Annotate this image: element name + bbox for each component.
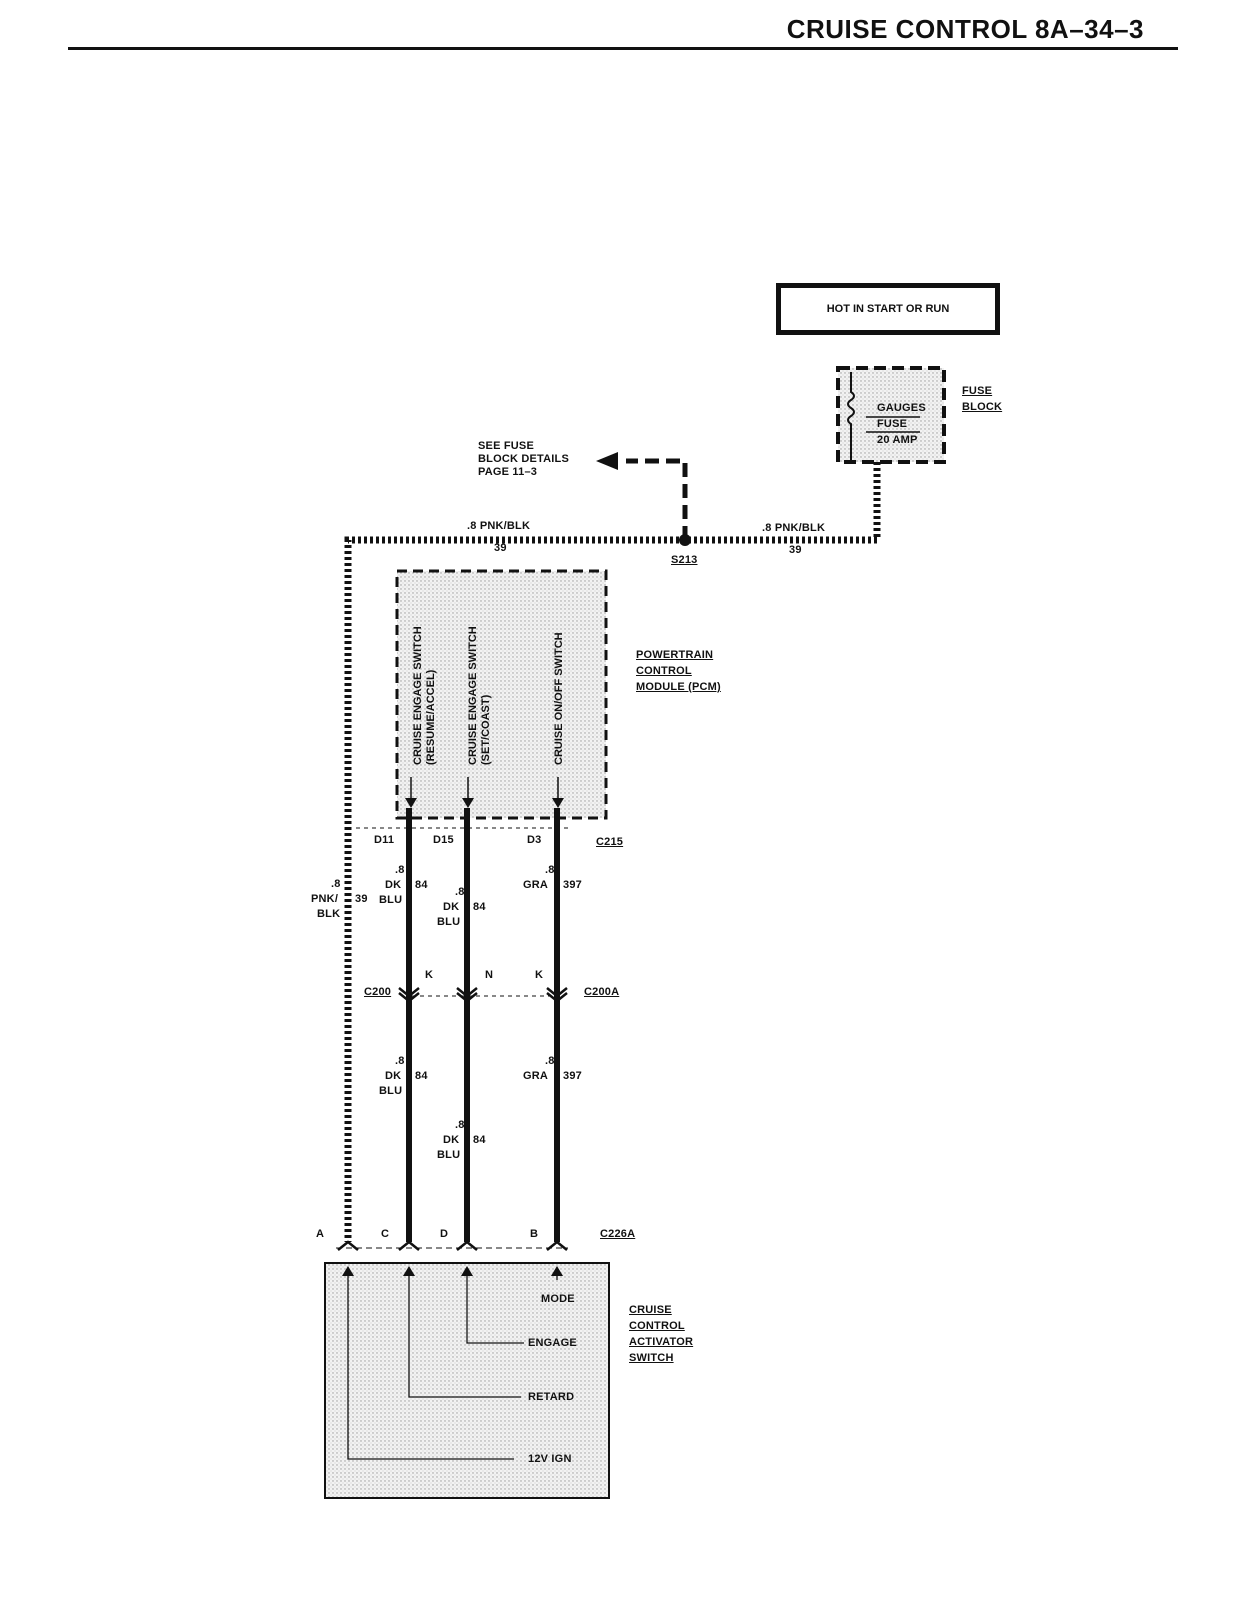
wire-label: .8 PNK/BLK xyxy=(762,522,826,534)
wire-gauge: .8 xyxy=(545,1055,555,1067)
fuse-block-label: FUSE xyxy=(962,385,993,397)
see-fuse-arrow-icon xyxy=(596,452,618,470)
wire-label: .8 PNK/BLK xyxy=(467,520,531,532)
pin-label: D11 xyxy=(374,834,395,846)
connector-label: C226A xyxy=(600,1228,636,1240)
fuse-block-label: BLOCK xyxy=(962,401,1003,413)
wire-gauge: .8 xyxy=(455,1119,465,1131)
switch-label: CRUISE ENGAGE SWITCH(SET/COAST) xyxy=(467,626,492,765)
wire-color: BLU xyxy=(437,1149,461,1161)
pcm-label: CONTROL xyxy=(636,665,692,677)
wire-39-fuse xyxy=(685,462,881,544)
fuse-icon xyxy=(847,372,855,462)
pcm-box xyxy=(395,569,608,820)
connector-label: C215 xyxy=(596,836,624,848)
see-fuse-leader xyxy=(626,458,688,540)
wire-gauge: .8 xyxy=(395,864,405,876)
wire-color: GRA xyxy=(523,1070,549,1082)
circuit-number: 84 xyxy=(473,901,486,913)
wire-color: BLK xyxy=(317,908,341,920)
see-fuse-note: BLOCK DETAILS xyxy=(478,453,570,465)
activator-label: ACTIVATOR xyxy=(629,1336,694,1348)
wire-gauge: .8 xyxy=(395,1055,405,1067)
pcm-input-arrow-icon xyxy=(405,798,417,808)
see-fuse-note: SEE FUSE xyxy=(478,440,535,452)
wire-gauge: .8 xyxy=(455,886,465,898)
activator-arrow-icon xyxy=(403,1266,415,1276)
splice-label: S213 xyxy=(671,554,698,566)
pcm-label: POWERTRAIN xyxy=(636,649,714,661)
switch-label: CRUISE ENGAGE SWITCH(RESUME/ACCEL) xyxy=(412,626,437,765)
power-source-box: HOT IN START OR RUN xyxy=(776,283,1000,335)
fuse-rating: 20 AMP xyxy=(877,434,918,446)
wire-gauge: .8 xyxy=(545,864,555,876)
pin-label: D xyxy=(440,1228,449,1240)
activator-label: CONTROL xyxy=(629,1320,685,1332)
pin-label: A xyxy=(316,1228,325,1240)
pin-label: N xyxy=(485,969,494,981)
circuit-number: 84 xyxy=(473,1134,486,1146)
pcm-input-arrow-icon xyxy=(462,798,474,808)
circuit-number: 39 xyxy=(494,542,507,554)
pcm-label: MODULE (PCM) xyxy=(636,681,721,693)
activator-output: ENGAGE xyxy=(528,1337,577,1349)
wire-gauge: .8 xyxy=(331,878,341,890)
circuit-number: 39 xyxy=(355,893,368,905)
activator-output: RETARD xyxy=(528,1391,575,1403)
wire-39-top-left xyxy=(344,536,685,1242)
activator-label: SWITCH xyxy=(629,1352,674,1364)
circuit-number: 39 xyxy=(789,544,802,556)
circuit-number: 397 xyxy=(563,879,582,891)
pin-label: D3 xyxy=(527,834,542,846)
wire-color: PNK/ xyxy=(311,893,339,905)
wire-color: BLU xyxy=(379,1085,403,1097)
fuse-block-box xyxy=(836,366,946,464)
activator-output: 12V IGN xyxy=(528,1453,572,1465)
pcm-input-arrow-icon xyxy=(552,798,564,808)
wire-color: BLU xyxy=(379,894,403,906)
circuit-number: 397 xyxy=(563,1070,582,1082)
activator-arrow-icon xyxy=(551,1266,563,1276)
wire-color: DK xyxy=(385,1070,402,1082)
page-title: CRUISE CONTROL 8A–34–3 xyxy=(786,14,1144,44)
see-fuse-note: PAGE 11–3 xyxy=(478,466,538,478)
c200-connector xyxy=(398,987,568,1003)
connector-label: C200A xyxy=(584,986,620,998)
fuse-type: FUSE xyxy=(877,418,908,430)
pin-label: D15 xyxy=(433,834,454,846)
activator-label: CRUISE xyxy=(629,1304,672,1316)
fuse-name: GAUGES xyxy=(877,402,926,414)
header-rule xyxy=(68,47,1178,50)
pin-label: K xyxy=(535,969,544,981)
wire-color: DK xyxy=(385,879,402,891)
activator-arrow-icon xyxy=(461,1266,473,1276)
pin-label: C xyxy=(381,1228,390,1240)
switch-label: CRUISE ON/OFF SWITCH xyxy=(553,632,565,765)
wire-color: BLU xyxy=(437,916,461,928)
circuit-number: 84 xyxy=(415,1070,428,1082)
wire-color: DK xyxy=(443,1134,460,1146)
pin-label: K xyxy=(425,969,434,981)
pin-label: B xyxy=(530,1228,539,1240)
wire-color: DK xyxy=(443,901,460,913)
c226a-connector xyxy=(337,1240,568,1251)
activator-arrow-icon xyxy=(342,1266,354,1276)
splice-s213 xyxy=(679,534,691,546)
activator-output: MODE xyxy=(541,1293,575,1305)
connector-label: C200 xyxy=(364,986,392,998)
circuit-number: 84 xyxy=(415,879,428,891)
wire-color: GRA xyxy=(523,879,549,891)
